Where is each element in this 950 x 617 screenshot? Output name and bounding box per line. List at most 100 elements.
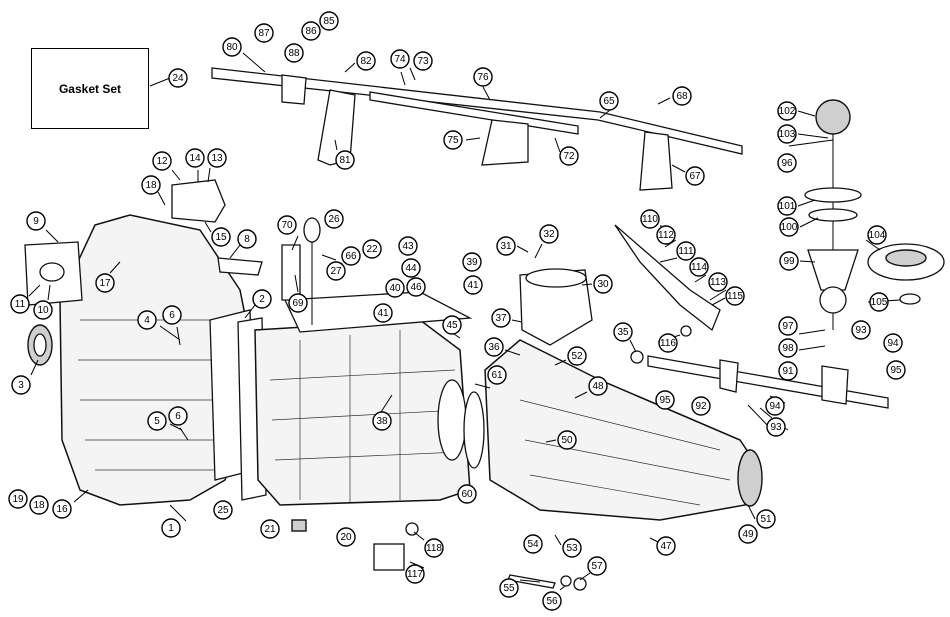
callout-circle — [499, 578, 519, 598]
leader-line — [599, 109, 611, 119]
callout-circle — [491, 308, 511, 328]
callout-number: 27 — [330, 266, 342, 277]
callout-number: 54 — [527, 539, 539, 550]
callout-number: 48 — [592, 381, 604, 392]
callout-circle — [777, 101, 797, 121]
callout-number: 14 — [189, 153, 201, 164]
callout-circle — [254, 23, 274, 43]
callout-8: 8 — [237, 229, 257, 249]
callout-number: 47 — [660, 541, 672, 552]
callout-number: 8 — [244, 234, 250, 245]
callout-number: 88 — [288, 48, 300, 59]
callout-circle — [341, 246, 361, 266]
callout-number: 85 — [323, 16, 335, 27]
callout-circle — [778, 361, 798, 381]
callout-number: 19 — [12, 494, 24, 505]
callout-53: 53 — [562, 538, 582, 558]
callout-circle — [777, 124, 797, 144]
callout-3: 3 — [11, 375, 31, 395]
callout-circle — [778, 316, 798, 336]
leader-line — [659, 257, 678, 263]
callout-60: 60 — [457, 484, 477, 504]
callout-69: 69 — [288, 293, 308, 313]
callout-circle — [587, 556, 607, 576]
callout-number: 60 — [461, 489, 473, 500]
leader-line — [747, 404, 771, 429]
callout-circle — [656, 536, 676, 556]
callout-92: 92 — [691, 396, 711, 416]
gasket-set-label: Gasket Set — [58, 81, 122, 96]
leader-line — [409, 67, 416, 81]
callout-74: 74 — [390, 49, 410, 69]
leader-line — [519, 579, 541, 583]
callout-circle — [252, 289, 272, 309]
callout-circle — [424, 538, 444, 558]
callout-circle — [599, 91, 619, 111]
callout-number: 93 — [855, 325, 867, 336]
callout-41: 41 — [373, 303, 393, 323]
leader-line — [559, 585, 566, 591]
callout-99: 99 — [779, 251, 799, 271]
callout-35: 35 — [613, 322, 633, 342]
callout-number: 43 — [402, 241, 414, 252]
callout-95: 95 — [886, 360, 906, 380]
callout-circle — [567, 346, 587, 366]
callout-circle — [496, 236, 516, 256]
callout-24: 24 — [168, 68, 188, 88]
callout-circle — [288, 293, 308, 313]
callout-circle — [207, 148, 227, 168]
leader-line — [799, 217, 819, 228]
callout-number: 70 — [281, 220, 293, 231]
callout-94: 94 — [765, 396, 785, 416]
callout-number: 30 — [597, 279, 609, 290]
callout-116: 116 — [658, 333, 678, 353]
callout-number: 75 — [447, 135, 459, 146]
callout-54: 54 — [523, 534, 543, 554]
callout-number: 92 — [695, 401, 707, 412]
leader-line — [47, 284, 51, 301]
callout-98: 98 — [778, 338, 798, 358]
callout-number: 69 — [292, 298, 304, 309]
callout-circle — [562, 538, 582, 558]
gasket-set-box: Gasket Set — [31, 48, 149, 129]
callout-number: 1 — [168, 523, 174, 534]
callout-number: 73 — [417, 56, 429, 67]
callout-circle — [691, 396, 711, 416]
callout-101: 101 — [777, 196, 797, 216]
leader-line — [534, 243, 543, 259]
leader-line — [229, 244, 241, 259]
callout-circle — [147, 411, 167, 431]
leader-line — [30, 359, 39, 376]
callout-circle — [463, 275, 483, 295]
callout-circle — [385, 278, 405, 298]
callout-circle — [213, 500, 233, 520]
callout-circle — [29, 495, 49, 515]
callout-number: 100 — [781, 222, 798, 233]
callout-circle — [326, 261, 346, 281]
callout-number: 13 — [211, 153, 223, 164]
callout-circle — [851, 320, 871, 340]
callout-48: 48 — [588, 376, 608, 396]
callout-81: 81 — [335, 150, 355, 170]
callout-number: 76 — [477, 72, 489, 83]
callout-number: 18 — [145, 180, 157, 191]
callout-20: 20 — [336, 527, 356, 547]
callout-circle — [539, 224, 559, 244]
callout-65: 65 — [599, 91, 619, 111]
callout-number: 41 — [377, 308, 389, 319]
callout-5: 5 — [147, 411, 167, 431]
callout-82: 82 — [356, 51, 376, 71]
callout-circle — [284, 43, 304, 63]
callout-49: 49 — [738, 524, 758, 544]
callout-10: 10 — [33, 300, 53, 320]
callout-44: 44 — [401, 258, 421, 278]
callout-circle — [211, 227, 231, 247]
leader-line — [554, 137, 561, 153]
callout-31: 31 — [496, 236, 516, 256]
callout-circle — [557, 430, 577, 450]
callout-circle — [658, 333, 678, 353]
callout-118: 118 — [424, 538, 444, 558]
leader-line — [28, 284, 41, 297]
